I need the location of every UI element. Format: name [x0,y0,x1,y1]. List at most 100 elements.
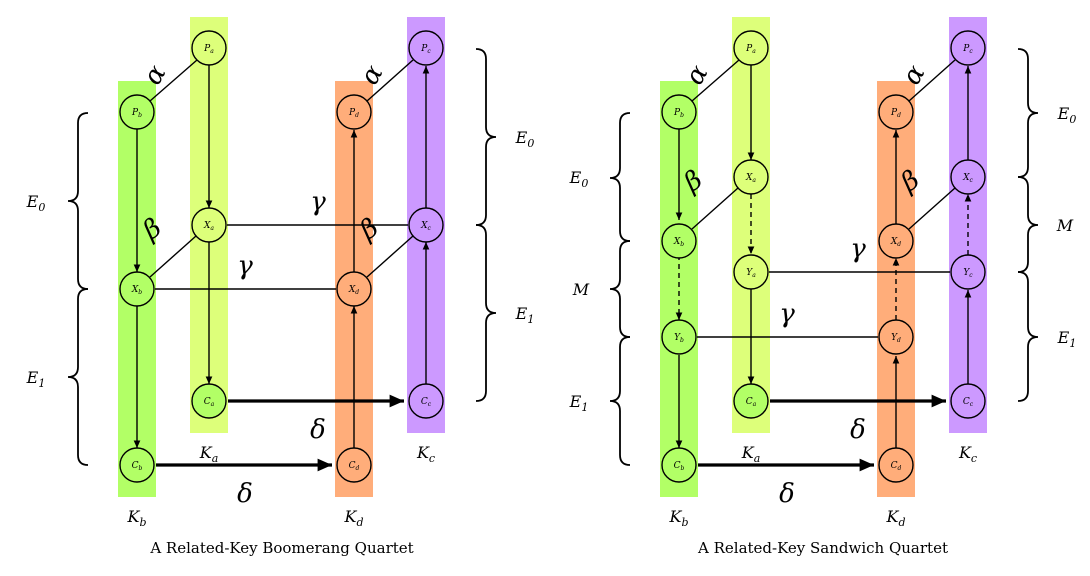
svg-text:Pa: Pa [745,44,756,55]
node-pd: Pd [878,94,914,130]
node-pb: Pb [661,94,697,130]
svg-text:Pd: Pd [348,108,359,119]
svg-text:Pb: Pb [673,108,684,119]
brace-left-m [609,240,631,338]
edge-pb-pa [149,59,198,102]
node-xc: Xc [408,207,444,243]
boomerang-edges [133,59,430,448]
svg-text:Pc: Pc [962,44,973,55]
svg-text:Xd: Xd [890,237,901,248]
node-ca: Ca [191,383,227,419]
brace-label-right-e1: E1 [1057,328,1077,350]
node-pa: Pa [733,30,769,66]
brace-label-left-e0: E0 [26,192,46,214]
key-label-kd: Kd [886,507,906,529]
node-xb: Xb [119,271,155,307]
svg-text:Cc: Cc [421,397,432,408]
node-cb: Cb [661,447,697,483]
svg-text:Yd: Yd [891,333,901,344]
delta-label: δ [779,479,795,509]
brace-label-right-m: M [1056,216,1074,235]
brace-left-e1 [67,288,89,466]
node-ca: Ca [733,383,769,419]
svg-text:Xa: Xa [745,173,756,184]
brace-label-left-m: M [572,280,590,299]
sandwich-edges [675,59,972,448]
svg-text:Xb: Xb [673,237,684,248]
svg-text:Cd: Cd [349,461,360,472]
boomerang-diagram: Pa Pb Pc Pd Xa Xb Xc Xd Ca Cb Cc Cd α α … [26,17,535,557]
key-label-ka: Ka [199,443,219,465]
node-xa: Xa [733,159,769,195]
svg-text:Cc: Cc [963,397,974,408]
brace-right-m [1017,176,1039,273]
svg-text:Xa: Xa [203,221,214,232]
key-label-kb: Kb [669,507,689,529]
node-yc: Yc [950,254,986,290]
edge-pd-pc [908,59,956,102]
brace-label-right-e0: E0 [1057,104,1077,126]
node-pd: Pd [336,94,372,130]
brace-right-e1 [1017,271,1039,402]
svg-text:Xc: Xc [420,221,431,232]
brace-right-e1 [475,224,497,402]
key-label-kd: Kd [344,507,364,529]
node-xa: Xa [191,207,227,243]
edge-pb-pa [691,59,740,102]
node-ya: Ya [733,254,769,290]
brace-right-e0 [1017,48,1039,178]
edge-pd-pc [366,59,414,102]
svg-text:Cd: Cd [891,461,902,472]
svg-text:Pa: Pa [203,44,214,55]
gamma-label: γ [850,234,866,264]
svg-text:Yb: Yb [674,333,684,344]
node-pc: Pc [950,30,986,66]
brace-left-e0 [609,112,631,242]
svg-text:Xc: Xc [962,173,973,184]
node-cc: Cc [408,383,444,419]
svg-text:Xd: Xd [348,285,359,296]
brace-label-right-e0: E0 [515,128,535,150]
node-pa: Pa [191,30,227,66]
node-pc: Pc [408,30,444,66]
node-xd: Xd [878,223,914,259]
svg-text:Ca: Ca [204,397,215,408]
gamma-label: γ [310,187,326,217]
edge-xb-xa [691,187,739,230]
delta-label: δ [310,415,326,445]
sandwich-braces [609,48,1039,466]
svg-text:Pb: Pb [131,108,142,119]
node-xb: Xb [661,223,697,259]
gamma-label: γ [237,251,253,281]
svg-text:Yc: Yc [963,268,973,279]
sandwich-diagram: Pa Pb Pc Pd Xa Xb Xc Xd Ya Yb Yc Yd Ca C… [569,17,1077,557]
edge-xd-xc [908,187,956,230]
node-yb: Yb [661,319,697,355]
svg-text:Ya: Ya [746,268,756,279]
node-xc: Xc [950,159,986,195]
node-cd: Cd [336,447,372,483]
node-yd: Yd [878,319,914,355]
edge-xd-xc [366,235,414,278]
svg-text:Pc: Pc [420,44,431,55]
svg-text:Cb: Cb [132,461,143,472]
svg-text:Pd: Pd [890,108,901,119]
svg-text:Ca: Ca [746,397,757,408]
brace-left-e0 [67,112,89,290]
brace-label-right-e1: E1 [515,304,535,326]
node-cc: Cc [950,383,986,419]
brace-right-e0 [475,48,497,226]
key-label-kc: Kc [416,443,435,465]
gamma-label: γ [779,299,795,329]
delta-label: δ [237,479,253,509]
key-label-ka: Ka [741,443,761,465]
caption-boomerang: A Related-Key Boomerang Quartet [149,539,413,557]
svg-text:Xb: Xb [131,285,142,296]
edge-xb-xa [149,235,197,278]
node-pb: Pb [119,94,155,130]
brace-label-left-e1: E1 [26,368,46,390]
boomerang-braces [67,48,497,466]
node-cd: Cd [878,447,914,483]
node-cb: Cb [119,447,155,483]
brace-left-e1 [609,336,631,466]
